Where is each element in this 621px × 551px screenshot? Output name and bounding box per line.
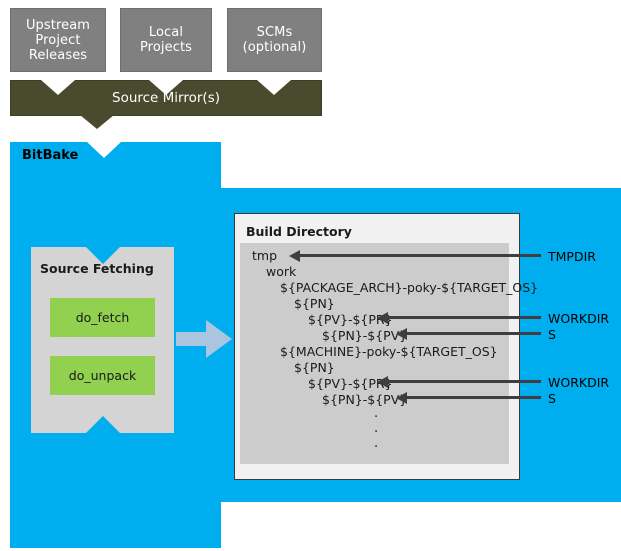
tree-item-tmp: tmp [252, 248, 278, 263]
source-mirror-down-arrow [80, 115, 114, 129]
notch-from-local-projects [149, 80, 183, 95]
tree-ellipsis-dot: · [374, 425, 379, 440]
source-box-local-projects: Local Projects [120, 8, 212, 72]
source-box-line: SCMs [256, 25, 293, 40]
source-box-line: Releases [28, 47, 88, 63]
tree-item-package-arch-poky: ${PACKAGE_ARCH}-poky-${TARGET_OS} [280, 280, 539, 295]
source-mirror-label: Source Mirror(s) [112, 90, 220, 106]
tree-item-pv-pr-package-arch: ${PV}-${PR} [308, 312, 393, 327]
source-fetching-title: Source Fetching [40, 261, 154, 276]
source-box-line: Upstream [25, 17, 91, 33]
annotation-label-s-package-arch: S [548, 327, 556, 342]
task-do-unpack[interactable]: do_unpack [50, 356, 155, 395]
annotation-line-workdir-package-arch [385, 316, 541, 319]
annotation-line-s-package-arch [404, 332, 541, 335]
tree-item-pn-machine: ${PN} [294, 360, 335, 375]
source-fetching-panel [31, 247, 174, 433]
build-directory-title: Build Directory [246, 224, 352, 239]
directory-tree-panel [240, 243, 509, 464]
tree-item-work: work [266, 264, 297, 279]
tree-item-pv-pr-machine: ${PV}-${PR} [308, 376, 393, 391]
annotation-label-workdir-machine: WORKDIR [548, 375, 610, 390]
task-do-fetch[interactable]: do_fetch [50, 298, 155, 337]
source-box-line: Project [35, 32, 81, 48]
annotation-arrowhead-s-machine [396, 392, 407, 404]
task-label: do_fetch [75, 310, 130, 325]
annotation-line-workdir-machine [385, 380, 541, 383]
annotation-arrowhead-tmpdir [289, 250, 300, 262]
tree-item-pn-pv-machine: ${PN}-${PV} [322, 392, 408, 407]
source-box-line: (optional) [242, 40, 307, 55]
annotation-arrowhead-s-package-arch [396, 328, 407, 340]
source-box-line: Local [148, 25, 184, 40]
tree-item-pn-pv-package-arch: ${PN}-${PV} [322, 328, 408, 343]
annotation-label-tmpdir: TMPDIR [548, 249, 596, 264]
annotation-line-s-machine [404, 396, 541, 399]
bitbake-label: BitBake [22, 148, 79, 163]
tree-item-machine-poky: ${MACHINE}-poky-${TARGET_OS} [280, 344, 498, 359]
annotation-label-workdir-package-arch: WORKDIR [548, 311, 610, 326]
notch-from-upstream-releases [41, 80, 75, 95]
tree-ellipsis-dot: · [374, 410, 379, 425]
annotation-label-s-machine: S [548, 391, 556, 406]
source-box-upstream-project-releases: Upstream Project Releases [10, 8, 106, 72]
flow-arrow-icon [176, 320, 232, 358]
annotation-arrowhead-workdir-package-arch [377, 312, 388, 324]
tree-item-pn-package-arch: ${PN} [294, 296, 335, 311]
annotation-line-tmpdir [297, 254, 541, 257]
task-label: do_unpack [68, 368, 137, 383]
source-box-line: Projects [139, 40, 193, 55]
tree-ellipsis-dot: · [374, 440, 379, 455]
notch-from-scms [257, 80, 291, 95]
source-box-scms-optional: SCMs (optional) [227, 8, 322, 72]
annotation-arrowhead-workdir-machine [377, 376, 388, 388]
